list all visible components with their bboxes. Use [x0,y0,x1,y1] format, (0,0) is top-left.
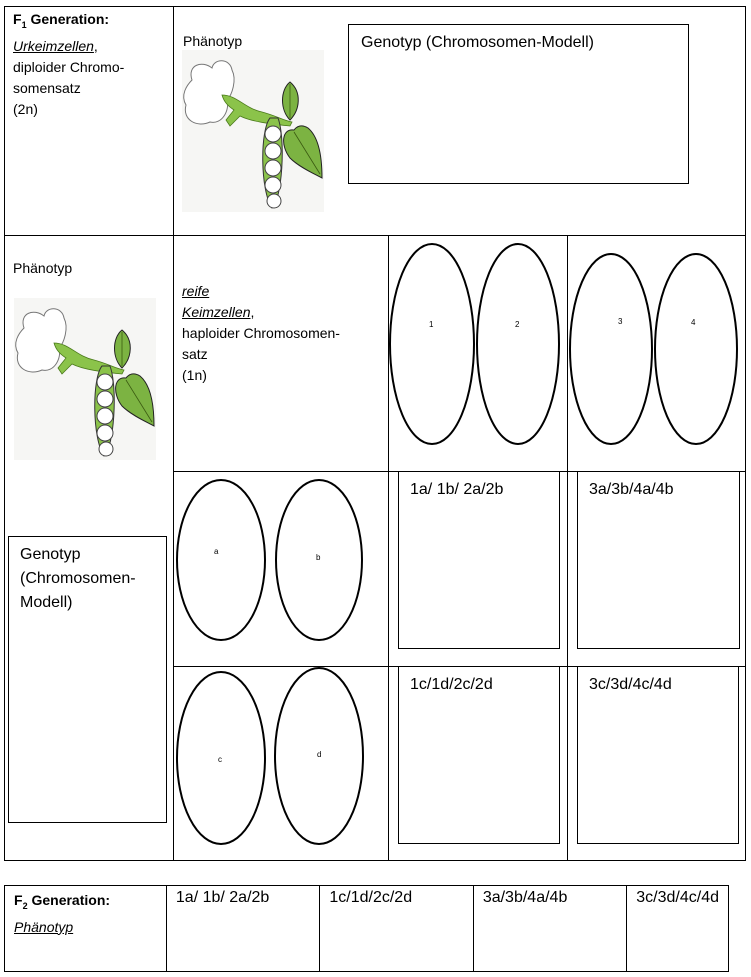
reife-label: reife [182,283,210,299]
urkeimzellen-label: Urkeimzellen [13,37,94,54]
chromosome-label-4: 4 [691,318,696,327]
combo-label: 1a/ 1b/ 2a/2b [410,481,504,498]
chromosome-a [176,479,266,641]
f1-title-rest: Generation: [26,11,110,27]
f1-line2: diploider Chromo- [13,58,125,75]
combo-box-1a-2b[interactable]: 1a/ 1b/ 2a/2b [398,471,560,649]
plant-image-f1 [181,49,325,213]
chromosome-2 [476,243,560,445]
f2-table: F2 Generation: Phänotyp 1a/ 1b/ 2a/2b 1c… [4,885,729,972]
chromosome-3 [569,253,653,445]
f2-title-rest: Generation: [27,892,111,908]
chromosome-label-2: 2 [515,320,520,329]
f2-header-cell: F2 Generation: Phänotyp [5,886,167,971]
plant-image-left [13,297,157,461]
chromosome-4 [654,253,738,445]
f1-title-sub: 1 [21,19,27,30]
gametes-label: reife Keimzellen, haploider Chromosomen-… [182,281,340,386]
f1-phenotype-label: Phänotyp [183,33,243,49]
f2-cell[interactable]: 3a/3b/4a/4b [474,886,628,971]
f2-title-sub: 2 [22,900,28,911]
left-genotype-box[interactable]: Genotyp (Chromosomen- Modell) [8,536,167,823]
f1-title: F [13,11,22,27]
combo-box-3a-4b[interactable]: 3a/3b/4a/4b [577,471,740,649]
f2-cell[interactable]: 1a/ 1b/ 2a/2b [167,886,321,971]
combo-box-3c-4d[interactable]: 3c/3d/4c/4d [577,666,739,844]
gametes-line4: satz [182,346,208,362]
left-phenotype-label: Phänotyp [13,260,73,276]
genotype-line1: Genotyp [20,546,81,563]
f2-cell[interactable]: 1c/1d/2c/2d [320,886,474,971]
f1-genotype-label: Genotyp (Chromosomen-Modell) [361,34,594,51]
chromosome-c [176,671,266,845]
chromosome-label-3: 3 [618,317,623,326]
gametes-line5: (1n) [182,367,207,383]
comma: , [250,304,255,320]
f1-line4: (2n) [13,100,38,117]
chromosome-1 [389,243,475,445]
f2-subtitle: Phänotyp [14,918,74,935]
comma: , [93,37,98,54]
chromosome-label-b: b [316,553,321,562]
chromosome-label-a: a [214,547,219,556]
f2-title: F [14,892,23,908]
combo-label: 3a/3b/4a/4b [589,481,674,498]
genotype-line3: Modell) [20,594,73,611]
genotype-line2: (Chromosomen- [20,570,136,587]
f2-cell[interactable]: 3c/3d/4c/4d [636,889,719,906]
combo-box-1c-2d[interactable]: 1c/1d/2c/2d [398,666,560,844]
chromosome-label-1: 1 [429,320,434,329]
f1-header: F1 Generation: Urkeimzellen, diploider C… [13,9,124,120]
combo-label: 3c/3d/4c/4d [589,676,672,693]
chromosome-b [275,479,363,641]
chromosome-label-c: c [218,755,222,764]
f1-line3: somensatz [13,79,81,96]
combo-label: 1c/1d/2c/2d [410,676,493,693]
keimzellen-label: Keimzellen [182,304,251,320]
chromosome-d [274,667,364,845]
chromosome-label-d: d [317,750,322,759]
f1-genotype-box[interactable]: Genotyp (Chromosomen-Modell) [348,24,689,184]
gametes-line3: haploider Chromosomen- [182,325,340,341]
